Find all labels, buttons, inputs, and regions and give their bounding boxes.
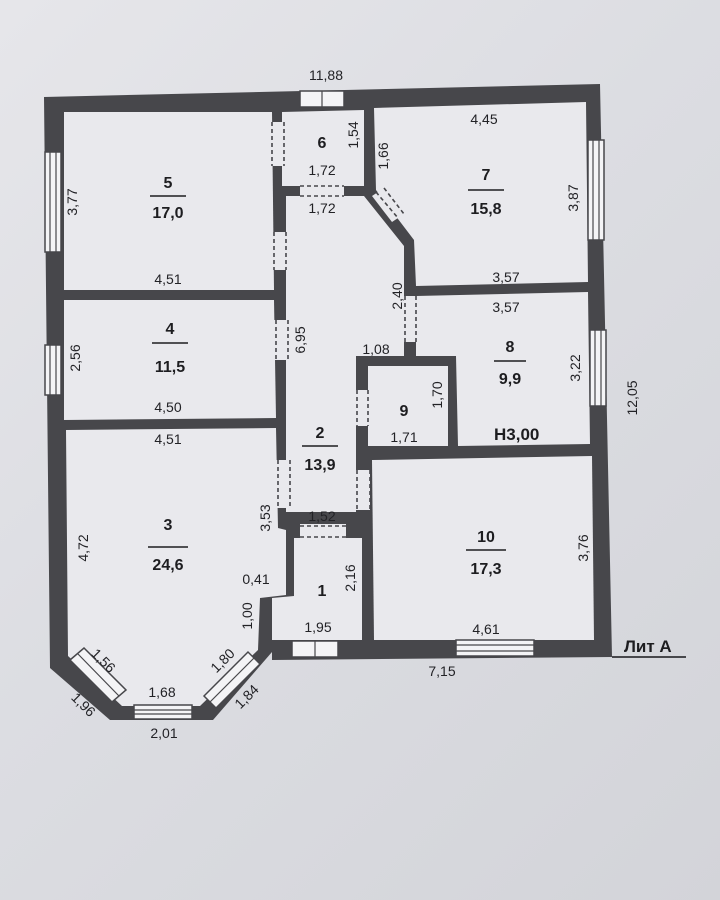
dim-r3-right: 3,53: [257, 504, 273, 531]
room-number: 4: [166, 321, 175, 338]
dim-r3-top: 4,51: [154, 431, 181, 447]
window-bay-middle: [133, 704, 193, 720]
window-bay-right: [202, 650, 262, 710]
dim-r8-right: 3,22: [567, 354, 583, 381]
room-label-2: 2 13,9: [302, 425, 338, 474]
dim-r6-right: 1,54: [345, 121, 361, 148]
room-10-floor: [372, 456, 594, 640]
room-7-floor: [374, 102, 588, 286]
dim-bottom-total: 7,15: [428, 663, 455, 679]
doorways: [271, 122, 418, 538]
room-label-1: 1: [318, 583, 327, 600]
room-label-6: 6: [318, 135, 327, 152]
window-bottom-10: [455, 639, 535, 657]
room-number: 7: [482, 167, 491, 184]
room-number: 1: [318, 583, 327, 600]
room-label-7: 7 15,8: [468, 167, 504, 218]
room-area: 24,6: [152, 557, 183, 574]
room-number: 2: [316, 425, 325, 442]
room-label-9: 9: [400, 403, 409, 420]
dim-r3-small1: 0,41: [242, 571, 269, 587]
room-area: 9,9: [499, 371, 521, 388]
room-area: 13,9: [304, 457, 335, 474]
room-label-4: 4 11,5: [152, 321, 188, 376]
dim-top-total: 11,88: [309, 67, 343, 83]
dim-r6-bottom: 1,72: [308, 200, 335, 216]
room-number: 3: [164, 517, 173, 534]
room-label-3: 3 24,6: [148, 517, 188, 574]
building-label: Лит А: [612, 637, 686, 658]
room-6-floor: [282, 110, 364, 186]
dim-r3-bay-mid-in: 1,68: [148, 684, 175, 700]
room-number: 10: [477, 529, 495, 546]
dim-corridor-length: 6,95: [292, 326, 308, 353]
window-right-8: [589, 329, 607, 407]
dim-r7-left: 1,66: [375, 142, 391, 169]
ceiling-height-label: Н3,00: [494, 425, 539, 444]
dim-r5-left: 3,77: [64, 188, 80, 215]
room-area: 11,5: [155, 359, 185, 376]
room-area: 15,8: [470, 201, 501, 218]
dim-corridor-upper: 2,40: [389, 282, 405, 309]
room-1-floor: [272, 538, 362, 640]
room-area: 17,0: [152, 205, 183, 222]
dim-r7-right: 3,87: [565, 184, 581, 211]
dim-r9-right: 1,70: [429, 381, 445, 408]
dim-r4-left: 2,56: [67, 344, 83, 371]
dim-r10-bottom: 4,61: [472, 621, 499, 637]
dim-r1-right: 2,16: [342, 564, 358, 591]
window-left-5: [44, 151, 62, 253]
room-2-floor: [284, 196, 404, 512]
dim-r4-bottom: 4,50: [154, 399, 181, 415]
room-8-floor: [416, 292, 590, 446]
window-left-4: [44, 344, 62, 396]
dim-right-total: 12,05: [624, 380, 640, 415]
room-9-floor: [368, 366, 448, 446]
dim-r3-small2: 1,00: [239, 602, 255, 629]
dim-r9-bottom: 1,71: [390, 429, 417, 445]
dim-r7-top: 4,45: [470, 111, 497, 127]
room-area: 17,3: [470, 561, 501, 578]
room-label-10: 10 17,3: [466, 529, 506, 578]
window-bay-left: [68, 646, 128, 704]
room-4-floor: [64, 300, 276, 420]
room-3-floor: [66, 428, 286, 706]
window-right-7: [587, 139, 605, 241]
room-number: 9: [400, 403, 409, 420]
dim-r6-inner: 1,72: [308, 162, 335, 178]
dim-r7-bottom: 3,57: [492, 269, 519, 285]
room-number: 6: [318, 135, 327, 152]
building-label-text: Лит А: [624, 637, 672, 656]
window-top-6: [299, 90, 345, 108]
room-number: 8: [506, 339, 515, 356]
window-bottom-1: [291, 640, 339, 658]
room-number: 5: [164, 175, 173, 192]
room-5-floor: [64, 112, 274, 290]
dim-r9-top: 1,08: [362, 341, 389, 357]
room-label-8: 8 9,9: [494, 339, 526, 388]
dim-r5-bottom: 4,51: [154, 271, 181, 287]
dim-r10-right: 3,76: [575, 534, 591, 561]
dim-r8-top: 3,57: [492, 299, 519, 315]
dim-r3-left: 4,72: [75, 534, 91, 561]
room-label-5: 5 17,0: [150, 175, 186, 222]
dim-r1-top: 1,52: [308, 508, 335, 524]
dim-r3-bay-mid-out: 2,01: [150, 725, 177, 741]
dim-r1-area-line: 1,95: [304, 619, 331, 635]
